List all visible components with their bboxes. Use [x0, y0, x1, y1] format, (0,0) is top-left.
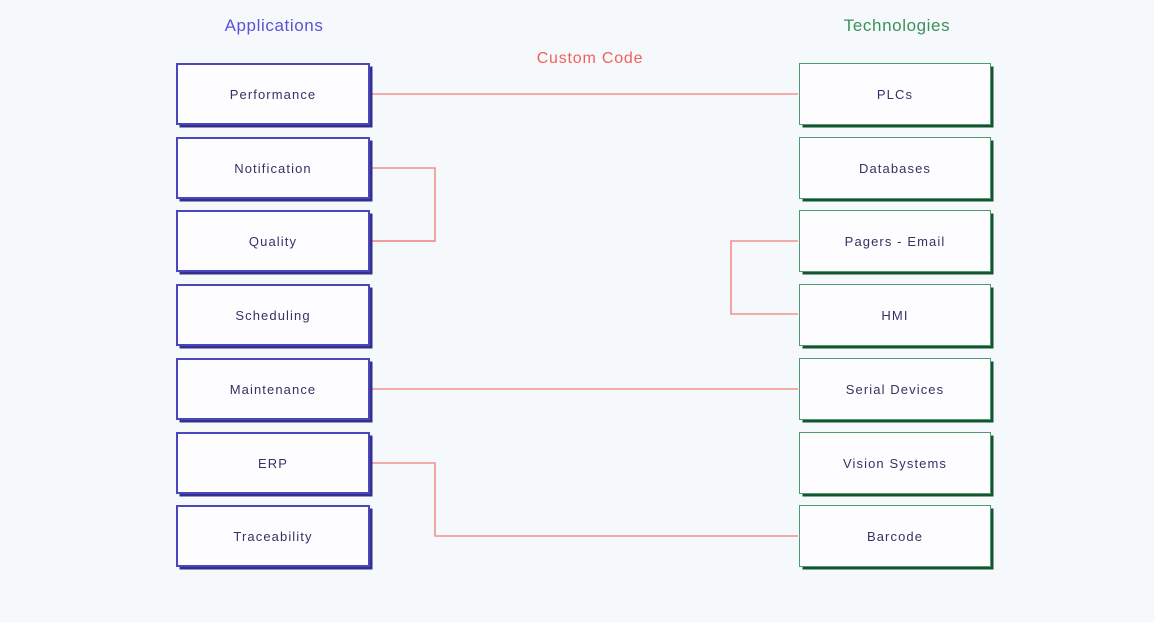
technology-box-hmi[interactable]: HMI	[799, 284, 991, 346]
technology-box-label: PLCs	[876, 86, 914, 102]
technology-box-label: Vision Systems	[842, 455, 948, 471]
technology-box-plcs[interactable]: PLCs	[799, 63, 991, 125]
column-heading-applications: Applications	[224, 16, 324, 35]
application-box-label: Performance	[229, 86, 317, 102]
technology-box-vision-systems[interactable]: Vision Systems	[799, 432, 991, 494]
application-box-traceability[interactable]: Traceability	[176, 505, 370, 567]
technology-box-pagers-email[interactable]: Pagers - Email	[799, 210, 991, 272]
custom-code-label: Custom Code	[536, 50, 644, 67]
application-box-quality[interactable]: Quality	[176, 210, 370, 272]
column-heading-technologies: Technologies	[843, 16, 951, 35]
connector-pagers-hmi-bracket	[730, 240, 798, 315]
technology-box-label: Barcode	[866, 528, 924, 544]
technology-box-label: HMI	[881, 307, 909, 323]
technology-box-barcode[interactable]: Barcode	[799, 505, 991, 567]
connector-notification-stub	[371, 167, 436, 242]
technology-box-label: Databases	[858, 160, 932, 176]
application-box-notification[interactable]: Notification	[176, 137, 370, 199]
technology-box-label: Pagers - Email	[844, 233, 946, 249]
application-box-scheduling[interactable]: Scheduling	[176, 284, 370, 346]
application-box-label: Scheduling	[235, 307, 311, 323]
application-box-label: Quality	[248, 233, 298, 249]
technology-box-serial-devices[interactable]: Serial Devices	[799, 358, 991, 420]
application-box-label: Maintenance	[229, 381, 317, 397]
application-box-label: ERP	[257, 455, 289, 471]
connector-erp-to-barcode	[371, 462, 798, 537]
application-box-performance[interactable]: Performance	[176, 63, 370, 125]
technology-box-databases[interactable]: Databases	[799, 137, 991, 199]
application-box-label: Notification	[234, 160, 312, 176]
application-box-erp[interactable]: ERP	[176, 432, 370, 494]
application-box-label: Traceability	[233, 528, 313, 544]
application-box-maintenance[interactable]: Maintenance	[176, 358, 370, 420]
technology-box-label: Serial Devices	[845, 381, 945, 397]
